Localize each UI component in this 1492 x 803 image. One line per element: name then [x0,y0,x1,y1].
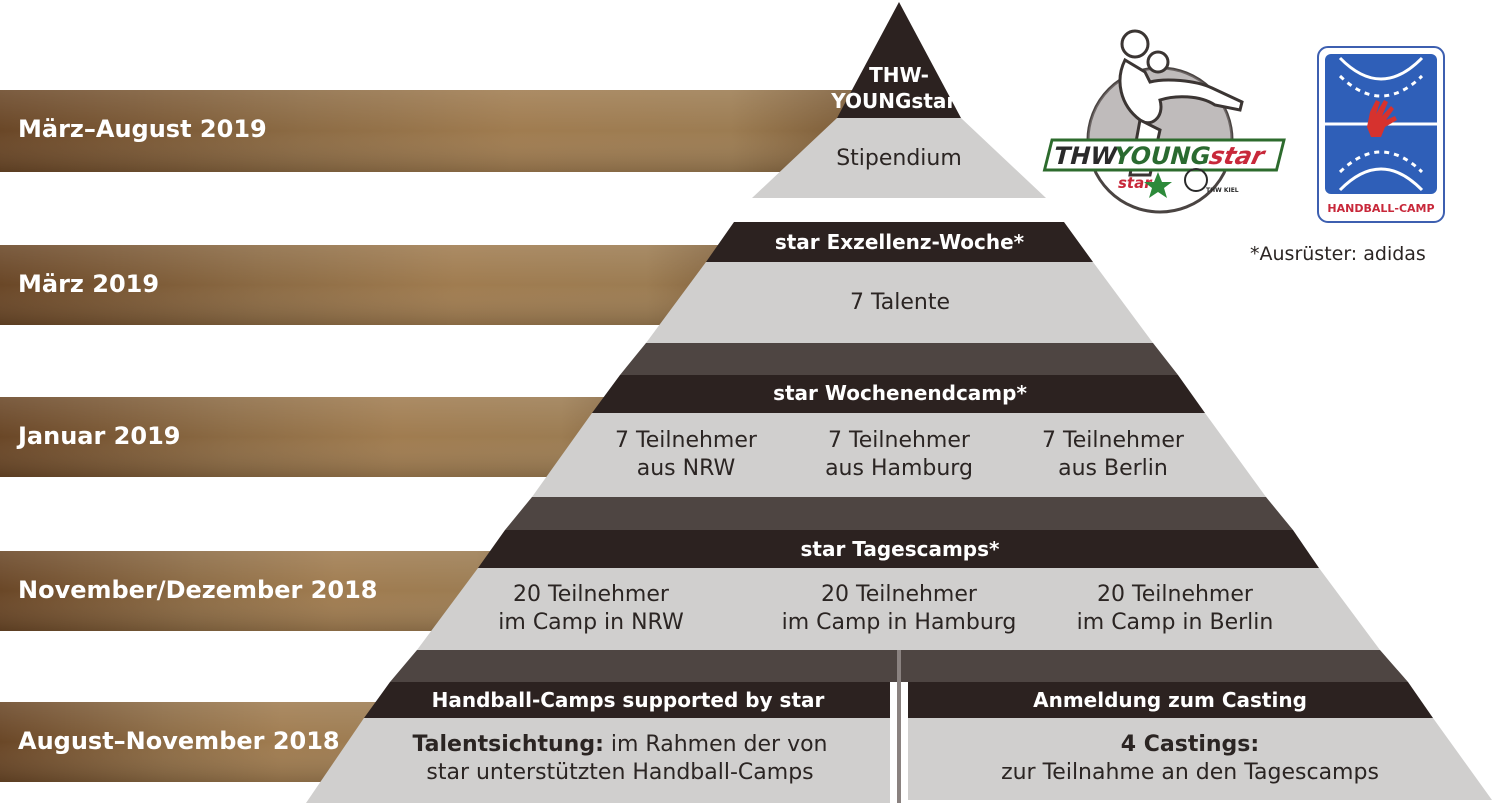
level5-right-text: 4 Castings: zur Teilnahme an den Tagesca… [940,731,1440,787]
level5-left-bold: Talentsichtung: [412,732,604,757]
level1-header-line2: YOUNGstar* [831,89,967,113]
level3-cell-nrw-line1: 7 Teilnehmer [615,428,757,453]
level5-right-header: Anmeldung zum Casting [1033,688,1307,712]
level4-cell-berlin-line2: im Camp in Berlin [1076,610,1274,635]
level3-header: star Wochenendcamp* [773,381,1027,405]
date-bar-2 [0,245,760,325]
level1-header-bg [837,2,961,118]
level4-cell-nrw-line2: im Camp in NRW [498,610,684,635]
thw-kiel-emblem-icon [1184,168,1208,192]
level2-header: star Exzellenz-Woche* [774,230,1025,254]
level5-left-text: Talentsichtung: im Rahmen der von star u… [360,731,880,787]
level2-body-bg [646,262,1153,343]
thw-kiel-text: THW KIEL [1206,187,1239,194]
thw-youngstar-wordmark: THW YOUNG star [1042,138,1286,172]
level5-right-text1: zur Teilnahme an den Tagescamps [1001,760,1379,785]
thw-text: THW [1051,141,1121,170]
date-bar-3 [0,397,660,477]
thw-youngstar-logo: THW YOUNG star star THW KIEL [1042,29,1286,214]
level4-header: star Tagescamps* [800,537,1000,561]
level4-cell-nrw-line1: 20 Teilnehmer [513,582,669,607]
level5-right-header-bg [908,682,1433,718]
period-label-4: November/Dezember 2018 [18,576,378,604]
young-text: YOUNG [1110,141,1214,170]
date-bar-1 [0,90,860,172]
period-label-5: August–November 2018 [18,727,340,755]
level5-right-body-bg [908,718,1492,800]
level4-body-bg [417,568,1380,650]
level3-cell-hamburg: 7 Teilnehmer aus Hamburg [799,427,999,483]
level4-cell-hamburg: 20 Teilnehmer im Camp in Hamburg [764,581,1034,637]
level4-header-bg [478,530,1319,568]
level5-left-text1: im Rahmen der von [603,732,828,757]
star-emblem-icon [1144,172,1172,198]
level1-text: Stipendium [836,146,962,171]
level4-cell-berlin-line1: 20 Teilnehmer [1097,582,1253,607]
level3-cell-nrw: 7 Teilnehmer aus NRW [586,427,786,483]
level4-cell-hamburg-line2: im Camp in Hamburg [781,610,1017,635]
level5-left-header: Handball-Camps supported by star [431,688,825,712]
level3-cell-berlin: 7 Teilnehmer aus Berlin [1013,427,1213,483]
level3-cell-hamburg-line1: 7 Teilnehmer [828,428,970,453]
level5-left-header-bg [364,682,890,718]
level2-header-bg [706,222,1093,262]
handprint-icon [1367,100,1397,137]
star-brand-text: star [1118,174,1153,192]
level4-cell-nrw: 20 Teilnehmer im Camp in NRW [471,581,711,637]
period-label-2: März 2019 [18,270,160,298]
level5-left-text2: star unterstützten Handball-Camps [426,760,814,785]
level3-cell-berlin-line1: 7 Teilnehmer [1042,428,1184,453]
level1-header: THW- YOUNGstar* [799,62,999,114]
level2-text: 7 Talente [849,290,951,315]
period-label-1: März–August 2019 [18,115,267,143]
level3-cell-nrw-line2: aus NRW [636,456,736,481]
handball-camp-caption: HANDBALL-CAMP [1327,202,1434,215]
level4-cell-hamburg-line1: 20 Teilnehmer [821,582,977,607]
footnote: *Ausrüster: adidas [1250,243,1426,265]
connector-2-3 [620,343,1178,375]
level3-cell-berlin-line2: aus Berlin [1058,456,1168,481]
period-label-3: Januar 2019 [18,422,181,450]
connector-3-4 [505,497,1293,530]
star-text: star [1207,141,1270,170]
level5-left-body-bg [306,718,890,803]
level3-cell-hamburg-line2: aus Hamburg [825,456,973,481]
level4-cell-berlin: 20 Teilnehmer im Camp in Berlin [1055,581,1295,637]
level1-header-line1: THW- [869,63,929,87]
handball-camp-logo: HANDBALL-CAMP [1317,46,1445,223]
level5-right-bold: 4 Castings: [1120,732,1260,757]
level3-header-bg [592,375,1205,413]
level3-body-bg [532,413,1266,497]
level1-body-bg [752,118,1046,198]
